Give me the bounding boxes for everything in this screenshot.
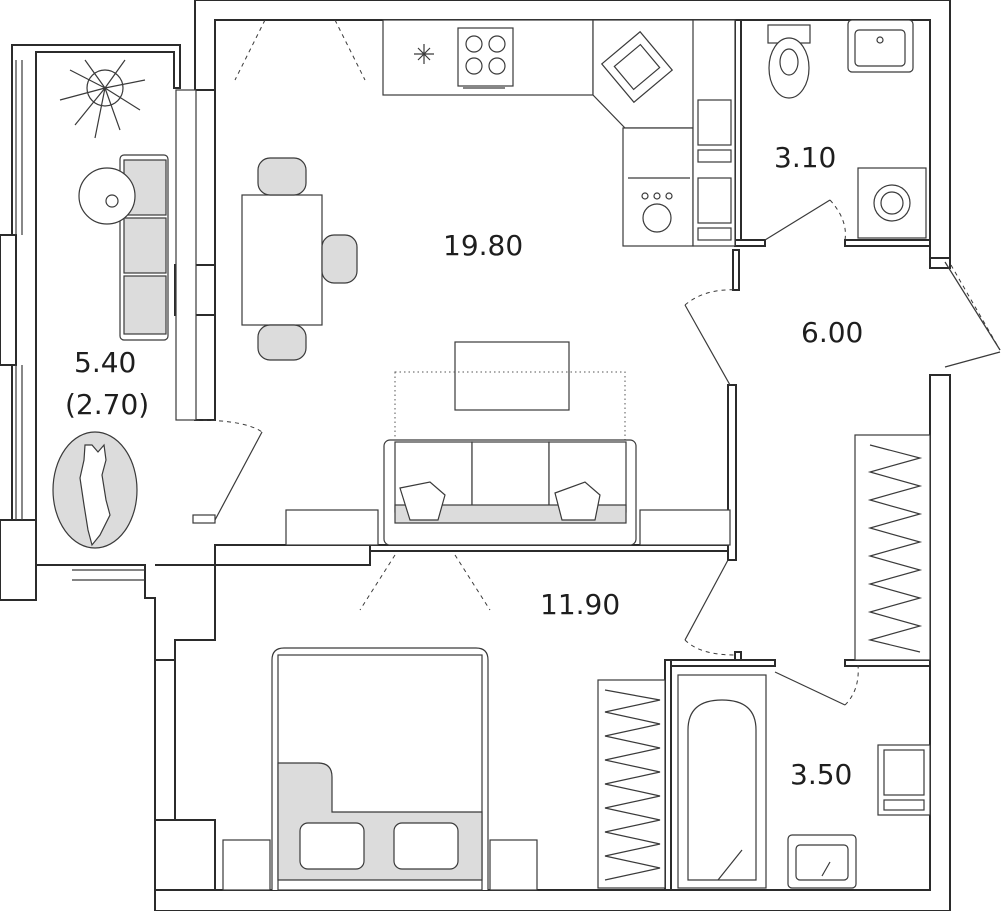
kitchen-sink-icon xyxy=(600,30,674,104)
toilet-room xyxy=(767,19,927,239)
bathroom-sink-icon xyxy=(787,834,857,889)
washer-icon xyxy=(628,177,690,233)
area-bedroom: 11.90 xyxy=(540,588,620,621)
kitchen-counter xyxy=(382,19,736,247)
freezer-icon xyxy=(414,44,434,64)
wardrobe xyxy=(597,679,666,889)
bathroom-fixtures xyxy=(677,674,931,889)
toilet-icon xyxy=(767,24,811,99)
balcony-glazing xyxy=(15,60,197,581)
area-balcony-coefficient: (2.70) xyxy=(65,388,149,421)
tv xyxy=(454,341,570,411)
washing-machine-icon xyxy=(857,167,927,239)
window-openings xyxy=(234,19,1001,611)
area-bathroom: 3.50 xyxy=(790,758,852,791)
living-sofa xyxy=(285,439,731,546)
bed xyxy=(222,647,538,891)
cabinet-icon xyxy=(877,744,931,816)
plant-icon xyxy=(59,59,146,139)
area-hallway: 6.00 xyxy=(801,316,863,349)
doors xyxy=(192,199,859,706)
hall-wardrobe xyxy=(854,434,931,661)
bathtub-icon xyxy=(677,674,767,889)
area-balcony: 5.40 xyxy=(74,346,136,379)
balcony-furniture xyxy=(52,59,169,549)
washbasin-icon xyxy=(847,19,914,73)
area-toilet: 3.10 xyxy=(774,141,836,174)
area-living-kitchen: 19.80 xyxy=(443,229,523,262)
dog-bed-icon xyxy=(52,431,138,549)
dining-set xyxy=(241,157,358,361)
cooktop-icon xyxy=(457,27,514,89)
